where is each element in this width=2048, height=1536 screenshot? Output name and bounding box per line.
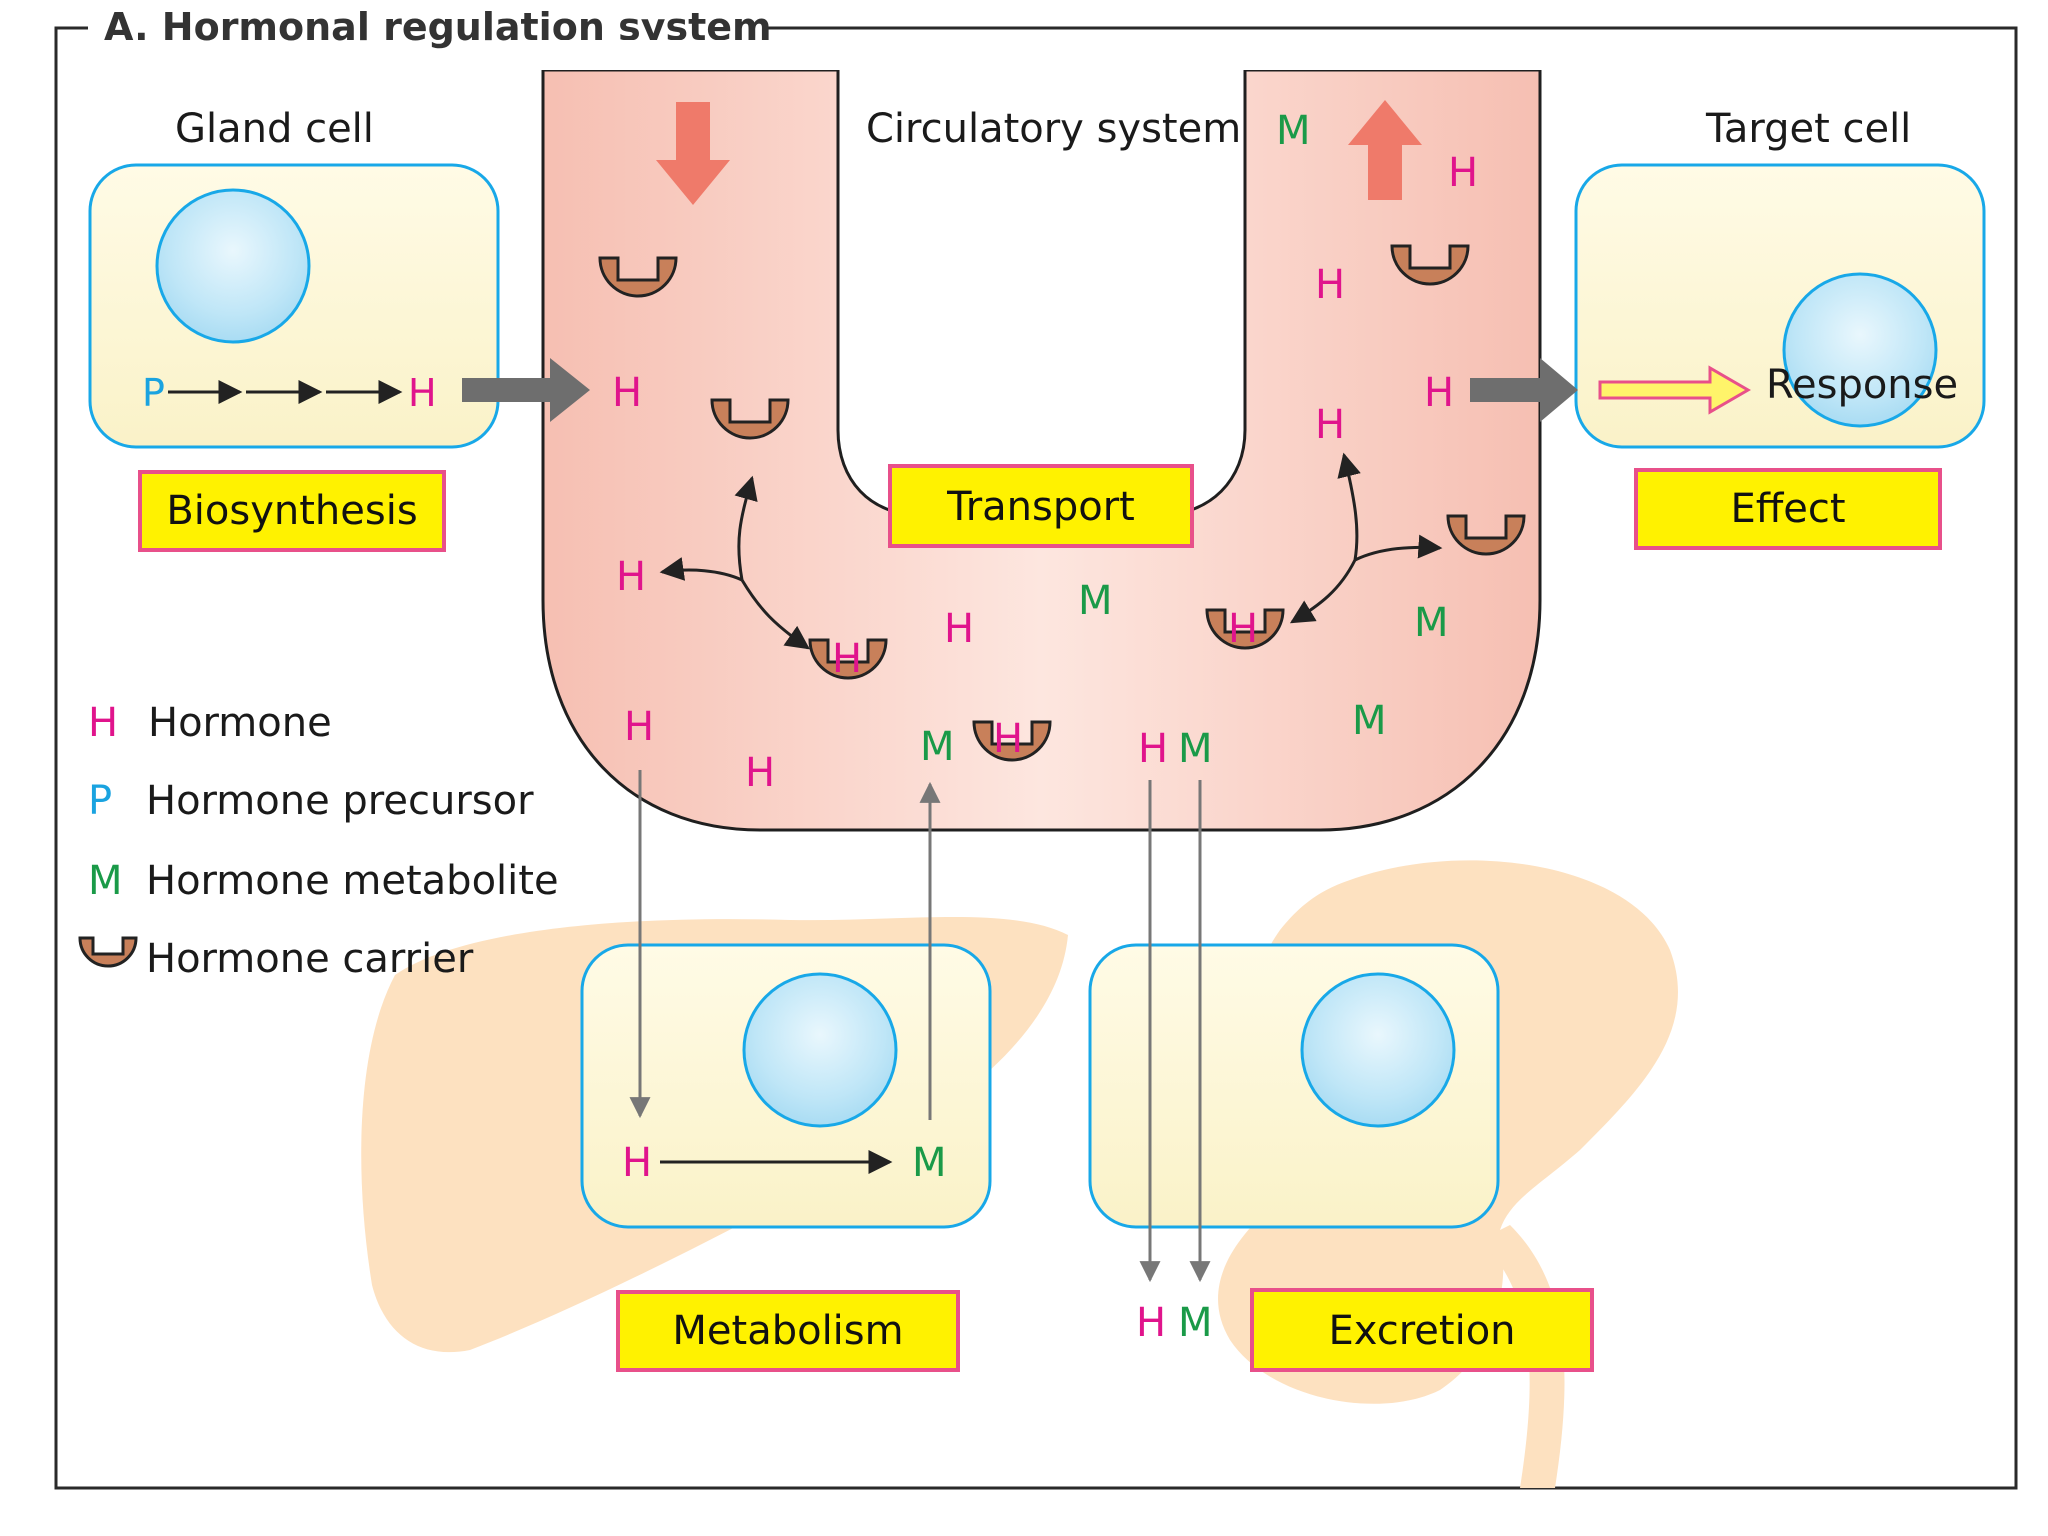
- hormone-carrier: [1446, 514, 1526, 556]
- hormone-symbol: H: [612, 370, 642, 416]
- excreted-metabolite-symbol: M: [1178, 1300, 1213, 1346]
- excretion-box: Excretion: [1250, 1288, 1594, 1372]
- svg-text:Effect: Effect: [1730, 486, 1845, 532]
- gland-cell-nucleus: [155, 188, 311, 344]
- biosynthesis-box: Biosynthesis: [138, 470, 446, 552]
- target-cell-label: Target cell: [1705, 106, 1911, 152]
- hormone-symbol: H: [1138, 726, 1168, 772]
- metabolite-symbol: M: [1352, 698, 1387, 744]
- metabolite-symbol: M: [1178, 726, 1213, 772]
- hormone-symbol: H: [944, 606, 974, 652]
- liver-metabolite-symbol: M: [912, 1140, 947, 1186]
- target-cell-nucleus: [1782, 272, 1938, 428]
- transport-box: Transport: [888, 464, 1194, 548]
- binding-arrow-to-complex-right: [1289, 559, 1357, 624]
- downward-flow-arrow: [656, 102, 730, 205]
- binding-arrow-to-complex: [740, 579, 810, 650]
- legend-hormone-symbol: H: [88, 700, 118, 746]
- hormone-carrier-bound: [972, 720, 1052, 762]
- hormone-symbol-bound: H: [832, 636, 862, 682]
- hormone-symbol-bound: H: [993, 716, 1023, 762]
- metabolite-symbol: M: [1276, 108, 1311, 154]
- hormone-carrier: [1390, 244, 1470, 286]
- svg-text:Excretion: Excretion: [1328, 1308, 1515, 1354]
- vessel-top-mask-gap: [841, 60, 1242, 72]
- outer-frame: [54, 26, 2018, 1490]
- circulatory-system-label: Circulatory system: [866, 106, 1241, 152]
- target-cell: [1574, 163, 1986, 449]
- hormone-symbol-bound: H: [1228, 606, 1258, 652]
- binding-arrow-to-carrier: [734, 475, 758, 581]
- hormone-symbol: H: [1315, 262, 1345, 308]
- liver-cell-nucleus: [742, 972, 898, 1128]
- hormone-symbol: H: [1315, 402, 1345, 448]
- kidney-cell-nucleus: [1300, 972, 1456, 1128]
- synthesized-hormone-symbol: H: [408, 371, 437, 415]
- upward-flow-arrow: [1348, 100, 1422, 200]
- liver-hormone-symbol: H: [622, 1140, 652, 1186]
- gland-cell-label: Gland cell: [175, 106, 374, 152]
- precursor-symbol: P: [142, 371, 165, 415]
- hormone-carrier-bound: [1205, 608, 1285, 650]
- excreted-hormone-symbol: H: [1136, 1300, 1166, 1346]
- legend-metabolite-symbol: M: [88, 858, 123, 904]
- hormone-carrier: [710, 398, 790, 440]
- hormone-carrier-bound: [808, 638, 888, 680]
- legend-carrier-icon: [78, 936, 138, 968]
- metabolite-symbol: M: [1078, 578, 1113, 624]
- effect-box: Effect: [1634, 468, 1942, 550]
- kidney-cell: [1088, 943, 1500, 1229]
- legend-carrier-text: Hormone carrier: [146, 936, 474, 982]
- hormone-symbol: H: [616, 554, 646, 600]
- binding-arrow-to-carrier-right: [1354, 534, 1443, 562]
- secretion-arrow: [462, 358, 590, 422]
- metabolite-symbol: M: [1414, 600, 1449, 646]
- hormone-symbol: H: [1448, 150, 1478, 196]
- hormone-symbol: H: [745, 750, 775, 796]
- response-label: Response: [1766, 362, 1958, 408]
- svg-text:Biosynthesis: Biosynthesis: [166, 488, 417, 534]
- legend-hormone-text: Hormone: [148, 700, 332, 746]
- hormone-symbol: H: [1424, 370, 1454, 416]
- svg-text:Transport: Transport: [946, 484, 1135, 530]
- hormone-symbol: H: [624, 704, 654, 750]
- hormone-carrier: [598, 256, 678, 298]
- response-arrow: [1598, 365, 1751, 415]
- svg-text:Metabolism: Metabolism: [672, 1308, 903, 1354]
- legend-precursor-symbol: P: [88, 778, 112, 824]
- gland-cell: [88, 163, 500, 449]
- binding-arrow-to-hormone: [659, 557, 743, 582]
- metabolism-box: Metabolism: [616, 1290, 960, 1372]
- circulatory-label-bg: [855, 100, 1235, 154]
- binding-arrow-to-hormone-right: [1337, 452, 1361, 561]
- legend: H Hormone P Hormone precursor M Hormone …: [78, 700, 559, 982]
- metabolite-symbol: M: [920, 724, 955, 770]
- legend-precursor-text: Hormone precursor: [146, 778, 534, 824]
- delivery-arrow: [1470, 358, 1578, 422]
- legend-metabolite-text: Hormone metabolite: [146, 858, 559, 904]
